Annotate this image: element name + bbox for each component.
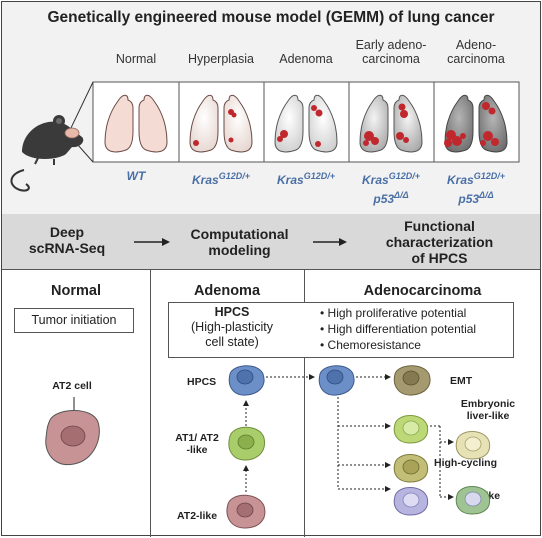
genotype-early-adenocarcinoma: KrasG12D/+ p53Δ/Δ xyxy=(362,171,420,206)
property-item: • High differentiation potential xyxy=(320,322,477,336)
hpcs-properties-list: • High proliferative potential • High di… xyxy=(320,305,515,353)
emt-label: EMT xyxy=(450,375,473,387)
tumor-initiation-box: Tumor initiation xyxy=(14,308,134,333)
at2-cell-label: AT2 cell xyxy=(52,380,92,392)
at1-at2-cell-label: AT1/ AT2-like xyxy=(175,432,219,456)
workflow-band xyxy=(2,214,540,270)
stage-label-normal: Normal xyxy=(115,52,157,66)
lung-panel-early-adenocarcinoma xyxy=(348,81,435,163)
cell-diagram xyxy=(45,365,491,529)
genotype-adenoma: KrasG12D/+ xyxy=(277,171,335,187)
hpcs-cell-label: HPCS xyxy=(187,376,217,388)
property-item: • High proliferative potential xyxy=(320,306,467,320)
gi-like-cell-icon xyxy=(455,486,491,515)
at1-at2-cell-icon xyxy=(228,426,266,461)
high-cycling-cell-icon xyxy=(393,454,429,483)
stage-label-early-adenocarcinoma: Early adeno-carcinoma xyxy=(355,38,427,66)
panel-title-normal: Normal xyxy=(51,283,101,299)
gemm-illustration xyxy=(10,81,520,192)
lung-panel-adenocarcinoma xyxy=(433,81,520,163)
hpcs-cell-icon xyxy=(228,365,265,396)
high-cycling-label: High-cycling xyxy=(434,457,498,469)
panel-title-adenocarcinoma: Adenocarcinoma xyxy=(363,283,482,299)
panel-divider-2 xyxy=(304,270,305,537)
emt-cell-icon xyxy=(393,365,431,396)
panel-title-adenoma: Adenoma xyxy=(193,283,261,299)
lung-panel-adenoma xyxy=(263,81,350,163)
hpcs-definition: HPCS (High-plasticity cell state) xyxy=(191,305,273,349)
at2-cell-icon xyxy=(45,410,100,466)
workflow-arrows xyxy=(134,238,347,246)
stage-label-hyperplasia: Hyperplasia xyxy=(187,52,254,66)
lung-panel-normal xyxy=(92,81,180,163)
genotype-wt: WT xyxy=(126,169,146,183)
lung-panel-hyperplasia xyxy=(178,81,265,163)
stage-label-adenoma: Adenoma xyxy=(279,52,333,66)
tumor-foci xyxy=(193,102,499,147)
at2-like-cell-icon xyxy=(226,494,266,529)
stage-label-adenocarcinoma: Adeno-carcinoma xyxy=(447,38,505,66)
gi-like-source-cell-icon xyxy=(393,487,429,516)
hpcs-info-box xyxy=(168,302,514,358)
at2-like-cell-label: AT2-like xyxy=(177,510,218,522)
mouse-icon xyxy=(10,115,84,192)
panel-divider-1 xyxy=(150,270,151,537)
figure-title: Genetically engineered mouse model (GEMM… xyxy=(47,9,495,26)
genotype-adenocarcinoma: KrasG12D/+ p53Δ/Δ xyxy=(447,171,505,206)
embryonic-liver-like-cell-icon xyxy=(393,415,429,444)
genotype-hyperplasia: KrasG12D/+ xyxy=(192,171,250,187)
embryonic-liver-like-fate-icon xyxy=(455,431,491,460)
property-item: • Chemoresistance xyxy=(320,338,421,352)
adenocarcinoma-hpcs-cell-icon xyxy=(318,365,355,396)
